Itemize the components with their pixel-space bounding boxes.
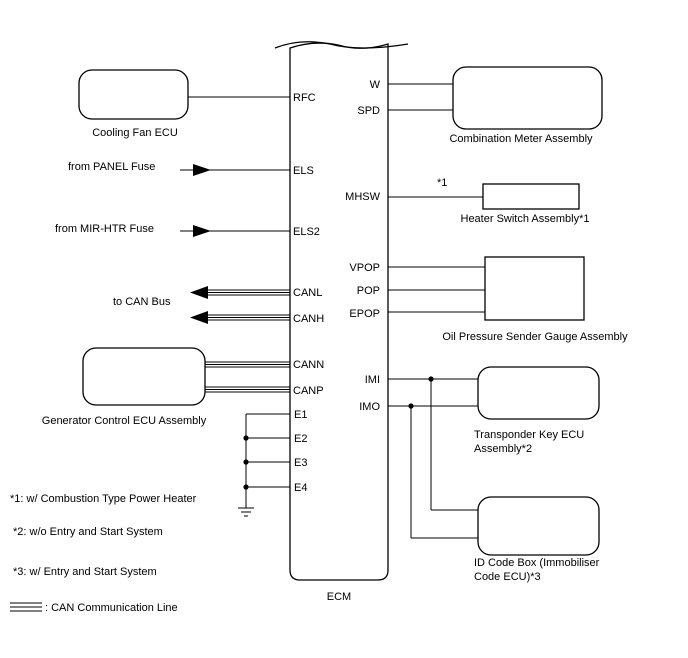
pin-vpop: VPOP: [349, 262, 380, 274]
can-line-legend-icon: [10, 602, 42, 612]
pin-e3: E3: [294, 457, 307, 469]
combination-meter-label: Combination Meter Assembly: [449, 133, 593, 145]
transponder-ecu-label-line2: Assembly*2: [474, 443, 532, 455]
note-2: *2: w/o Entry and Start System: [13, 526, 163, 538]
pin-els2: ELS2: [293, 226, 320, 238]
pin-rfc: RFC: [293, 92, 316, 104]
ground-icon: [238, 507, 254, 517]
note-3: *3: w/ Entry and Start System: [13, 566, 157, 578]
ecm-label: ECM: [327, 591, 351, 603]
transponder-ecu-label-line1: Transponder Key ECU: [474, 429, 584, 441]
panel-fuse-label: from PANEL Fuse: [68, 161, 155, 173]
els-arrow-icon: [193, 164, 211, 176]
id-code-label-line1: ID Code Box (Immobiliser: [474, 557, 600, 569]
pin-spd: SPD: [357, 105, 380, 117]
pin-mhsw: MHSW: [345, 191, 380, 203]
generator-ecu-box: [82, 347, 206, 406]
combination-meter-box: [452, 66, 603, 130]
pin-imo: IMO: [359, 401, 380, 413]
can-line-legend-label: : CAN Communication Line: [45, 602, 178, 614]
ecm-break-mark: [274, 41, 409, 49]
oil-pressure-box: [484, 256, 585, 321]
heater-switch-box: [482, 183, 580, 210]
cooling-fan-ecu-label: Cooling Fan ECU: [92, 127, 178, 139]
canh-arrow-icon: [190, 311, 208, 324]
imo-wire: [388, 403, 478, 539]
canl-wire: [200, 289, 290, 296]
generator-ecu-label: Generator Control ECU Assembly: [42, 415, 207, 427]
heater-switch-label: Heater Switch Assembly*1: [461, 213, 590, 225]
canp-wire: [205, 386, 290, 393]
pin-els: ELS: [293, 165, 314, 177]
note-1: *1: w/ Combustion Type Power Heater: [10, 493, 197, 505]
pin-canp: CANP: [293, 385, 324, 397]
pin-cann: CANN: [293, 359, 324, 371]
els2-arrow-icon: [193, 225, 211, 237]
pin-imi: IMI: [365, 374, 380, 386]
id-code-box: [477, 496, 600, 556]
pin-canl: CANL: [293, 287, 322, 299]
pin-canh: CANH: [293, 313, 324, 325]
cann-wire: [205, 361, 290, 368]
id-code-label-line2: Code ECU)*3: [474, 571, 541, 583]
pin-e4: E4: [294, 482, 307, 494]
canh-wire: [200, 314, 290, 321]
pin-e1: E1: [294, 409, 307, 421]
ground-wires: [243, 413, 290, 508]
heater-note: *1: [437, 177, 447, 189]
oil-pressure-label: Oil Pressure Sender Gauge Assembly: [442, 331, 628, 343]
transponder-ecu-box: [477, 366, 600, 420]
canl-arrow-icon: [190, 286, 208, 299]
pin-pop: POP: [357, 285, 380, 297]
can-bus-label: to CAN Bus: [113, 296, 171, 308]
pin-epop: EPOP: [349, 308, 380, 320]
imi-wire: [388, 376, 478, 511]
cooling-fan-ecu-box: [78, 69, 189, 120]
pin-e2: E2: [294, 433, 307, 445]
mir-htr-fuse-label: from MIR-HTR Fuse: [55, 223, 154, 235]
pin-w: W: [370, 79, 381, 91]
